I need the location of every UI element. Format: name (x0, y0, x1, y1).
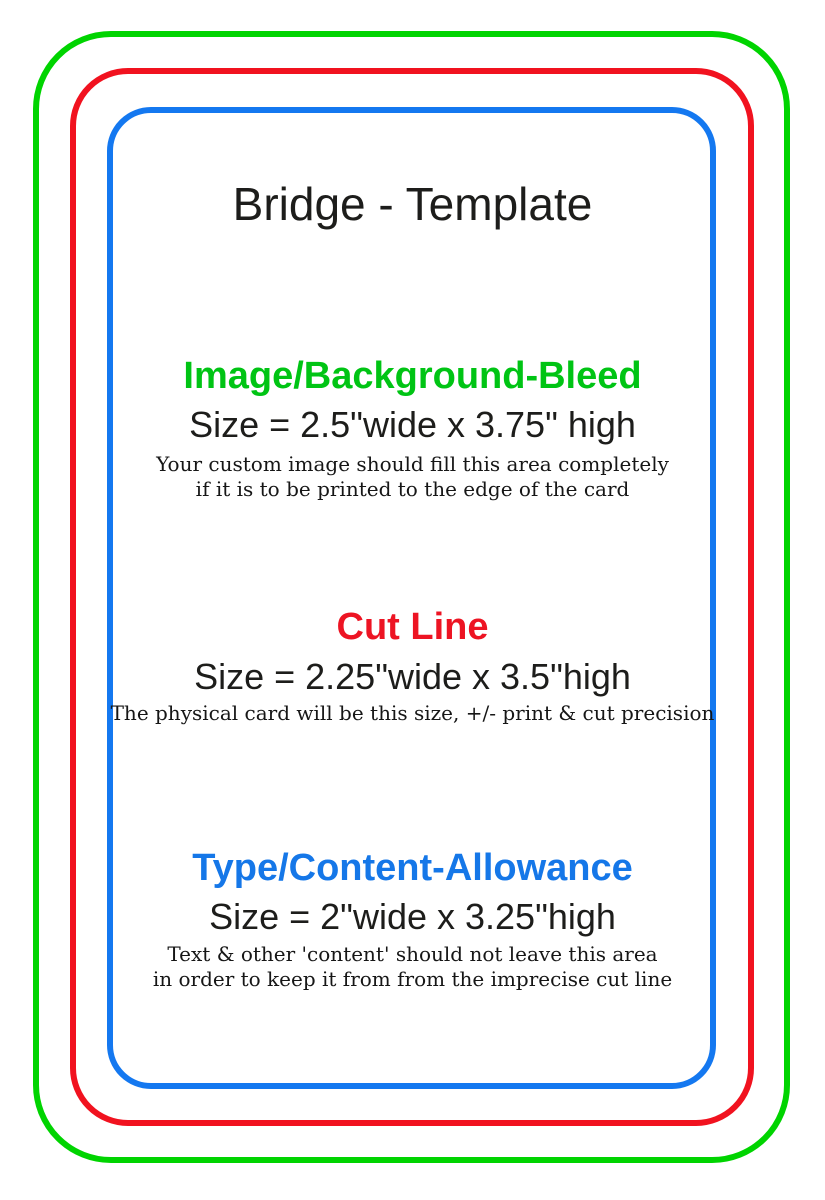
cut-note-line-1: The physical card will be this size, +/-… (110, 701, 715, 725)
bleed-section-heading: Image/Background-Bleed (183, 355, 642, 397)
content-note-line-2: in order to keep it from from the imprec… (152, 967, 673, 991)
bleed-size-line: Size = 2.5"wide x 3.75" high (189, 404, 636, 445)
bleed-note-line-2: if it is to be printed to the edge of th… (195, 477, 630, 501)
content-size-line: Size = 2"wide x 3.25"high (209, 896, 616, 937)
cut-note: The physical card will be this size, +/-… (0, 701, 825, 726)
page-title: Bridge - Template (232, 178, 593, 230)
content-note-line-1: Text & other 'content' should not leave … (167, 942, 658, 966)
cut-size-line: Size = 2.25"wide x 3.5"high (194, 656, 631, 697)
bleed-note: Your custom image should fill this area … (0, 452, 825, 502)
cut-line-frame-outline (70, 68, 754, 1126)
content-allowance-frame-outline (107, 107, 716, 1089)
cut-section-heading: Cut Line (336, 606, 489, 648)
content-section-heading: Type/Content-Allowance (192, 847, 633, 889)
content-note: Text & other 'content' should not leave … (0, 942, 825, 992)
bleed-frame-outline (33, 31, 790, 1163)
bleed-note-line-1: Your custom image should fill this area … (156, 452, 669, 476)
